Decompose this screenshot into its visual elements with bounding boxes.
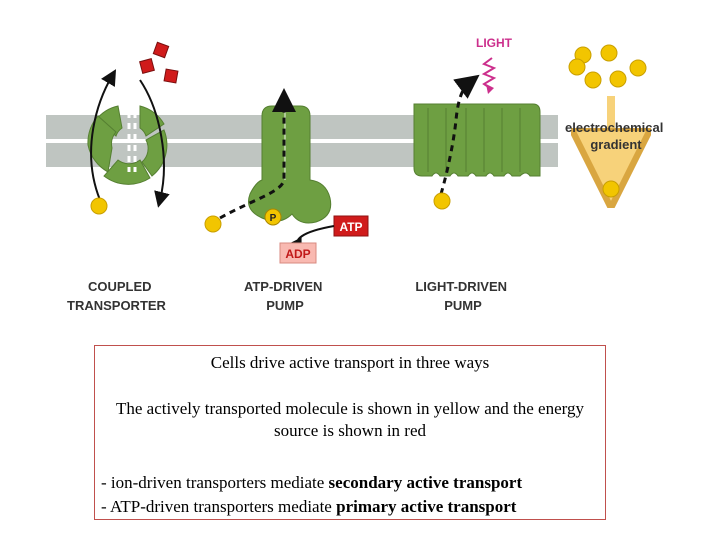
caption-bullet-primary: - ATP-driven transporters mediate primar…: [95, 496, 605, 518]
light-zigzag: [481, 57, 497, 89]
caption-box: Cells drive active transport in three wa…: [94, 345, 606, 520]
red-ion: [163, 68, 179, 84]
gradient-low-molecule: [602, 180, 620, 198]
gradient-high-molecules: [568, 44, 647, 89]
adp-badge: ADP: [279, 242, 317, 264]
coupled-transporter: [87, 105, 168, 185]
red-ion: [152, 41, 170, 59]
coupled-right-arrow: [139, 79, 170, 208]
coupled-transporter-label: COUPLED TRANSPORTER: [67, 279, 167, 313]
transported-molecule: [204, 215, 222, 233]
svg-text:P: P: [270, 213, 277, 224]
atp-badge: ATP: [333, 215, 369, 237]
transported-molecule: [90, 197, 108, 215]
caption-title: Cells drive active transport in three wa…: [210, 353, 490, 372]
gradient-label: electrochemical gradient: [565, 120, 667, 152]
coupled-left-arrow: [90, 69, 117, 201]
transported-molecule: [433, 192, 451, 210]
atp-driven-pump-label: ATP-DRIVEN PUMP: [244, 279, 326, 313]
transport-diagram: P ATP ADP LIGHT electrochemical gradient: [46, 36, 667, 313]
caption-description: The actively transported molecule is sho…: [116, 399, 584, 440]
bullet-emphasis: primary active transport: [336, 497, 517, 516]
atp-pump-path-arrow: [219, 88, 296, 220]
light-arrowhead: [486, 84, 494, 94]
svg-text:ATP: ATP: [339, 220, 362, 234]
light-driven-pump-label: LIGHT-DRIVEN PUMP: [415, 279, 510, 313]
light-driven-pump: [413, 103, 541, 177]
svg-text:ADP: ADP: [285, 247, 310, 261]
light-label: LIGHT: [476, 36, 513, 50]
caption-bullet-secondary: - ion-driven transporters mediate second…: [95, 472, 605, 494]
red-ion: [139, 58, 155, 74]
energy-ions-red: [139, 41, 179, 84]
bullet-text: - ion-driven transporters mediate: [101, 473, 329, 492]
bullet-text: - ATP-driven transporters mediate: [101, 497, 337, 516]
phosphate-badge: P: [264, 208, 282, 226]
bullet-emphasis: secondary active transport: [328, 473, 523, 492]
